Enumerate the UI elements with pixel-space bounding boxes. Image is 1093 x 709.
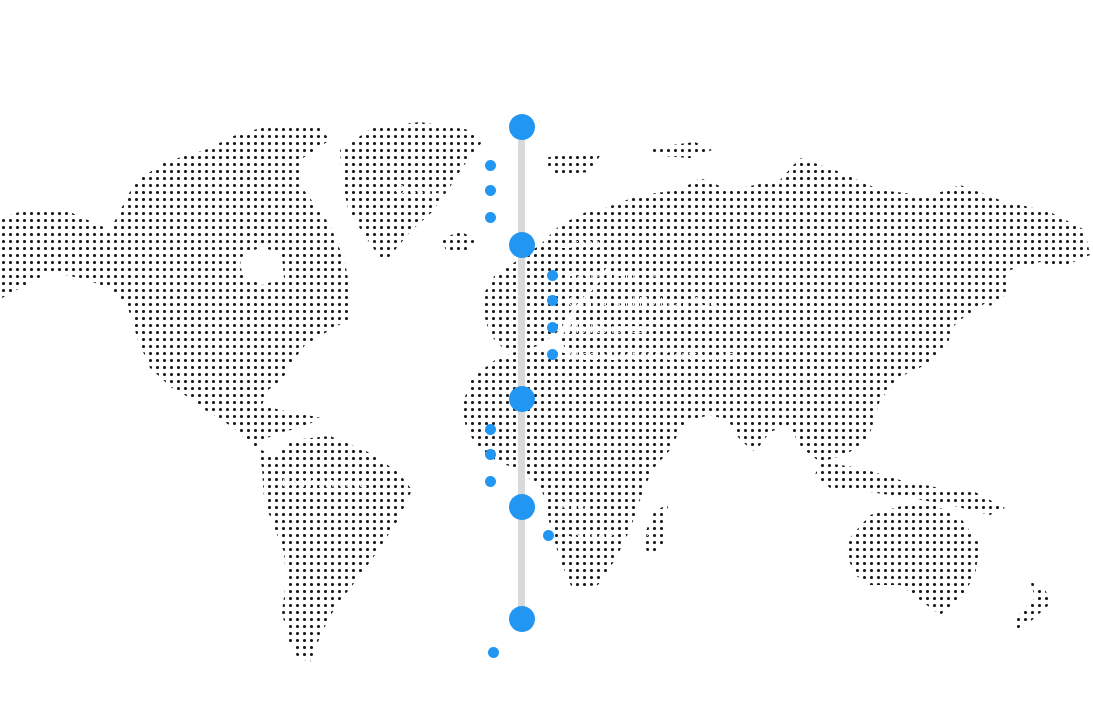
timeline-label: Southern Africa bbox=[564, 529, 653, 544]
timeline-minor-node[interactable] bbox=[485, 424, 496, 435]
timeline-minor-node[interactable] bbox=[485, 212, 496, 223]
timeline-axis bbox=[518, 127, 525, 622]
timeline-minor-node[interactable] bbox=[488, 647, 499, 658]
timeline-minor-node[interactable] bbox=[485, 185, 496, 196]
timeline-label: Middle East and Central Asia bbox=[568, 348, 735, 363]
timeline-major-node[interactable] bbox=[509, 232, 535, 258]
timeline-label: Eastern Europe bbox=[568, 268, 659, 283]
timeline-label: Central and Northern Asia bbox=[568, 294, 718, 309]
timeline-label: Africa bbox=[558, 498, 592, 513]
timeline-label: South America bbox=[282, 475, 367, 490]
timeline-label: Greenland bbox=[395, 182, 456, 197]
timeline-minor-node[interactable] bbox=[485, 449, 496, 460]
timeline-major-node[interactable] bbox=[509, 494, 535, 520]
timeline-minor-node[interactable] bbox=[543, 530, 554, 541]
timeline-major-node[interactable] bbox=[509, 386, 535, 412]
timeline-minor-node[interactable] bbox=[547, 295, 558, 306]
timeline-minor-node[interactable] bbox=[485, 160, 496, 171]
timeline-major-node[interactable] bbox=[509, 114, 535, 140]
timeline-major-node[interactable] bbox=[509, 606, 535, 632]
timeline-label: Mediterranean bbox=[568, 321, 652, 336]
timeline-minor-node[interactable] bbox=[485, 476, 496, 487]
timeline-minor-node[interactable] bbox=[547, 349, 558, 360]
timeline-minor-node[interactable] bbox=[547, 270, 558, 281]
timeline-minor-node[interactable] bbox=[547, 322, 558, 333]
timeline-label: Europe bbox=[558, 236, 600, 251]
